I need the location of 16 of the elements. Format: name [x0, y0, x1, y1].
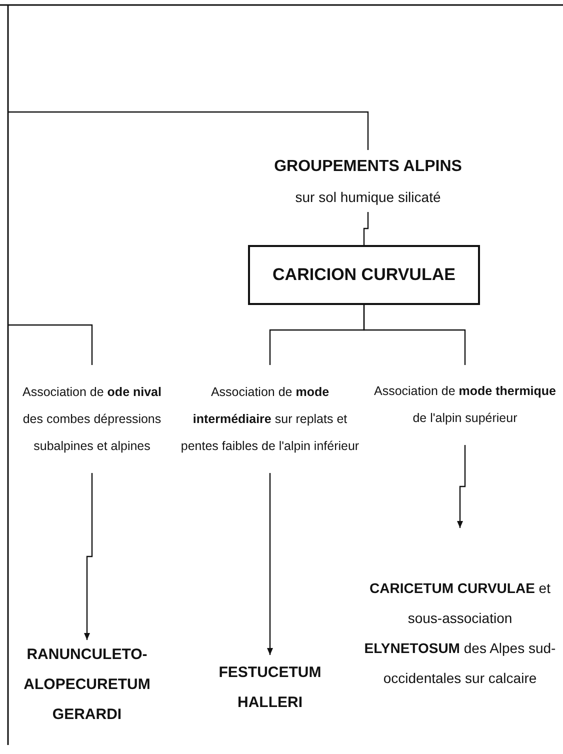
arrow — [84, 473, 93, 640]
alliance-box: CARICION CURVULAE — [248, 245, 480, 305]
connector-line — [363, 305, 466, 365]
association-name: CARICETUM CURVULAE et sous-association ELYNETOSUM des Alpes sud-occidentales sur calcaire — [363, 579, 557, 688]
association-text: Association de mode thermique de l'alpin supérieur — [372, 383, 558, 427]
group-title: GROUPEMENTS ALPINS — [274, 156, 462, 176]
group-subtitle: sur sol humique silicaté — [295, 188, 441, 207]
connector-line — [8, 111, 369, 150]
association-name: RANUNCULETO-ALOPECURETUM GERARDI — [22, 645, 152, 725]
arrow — [267, 473, 273, 655]
connector-line — [8, 324, 93, 365]
association-name: FESTUCETUM HALLERI — [218, 662, 322, 712]
association-text: Association de mode intermédiaire sur replats et pentes faibles de l'alpin inférieur — [180, 384, 360, 455]
connector-line — [363, 212, 369, 245]
arrow — [457, 445, 466, 528]
association-text: Association de ode nival des combes dépressions subalpines et alpines — [22, 384, 162, 455]
